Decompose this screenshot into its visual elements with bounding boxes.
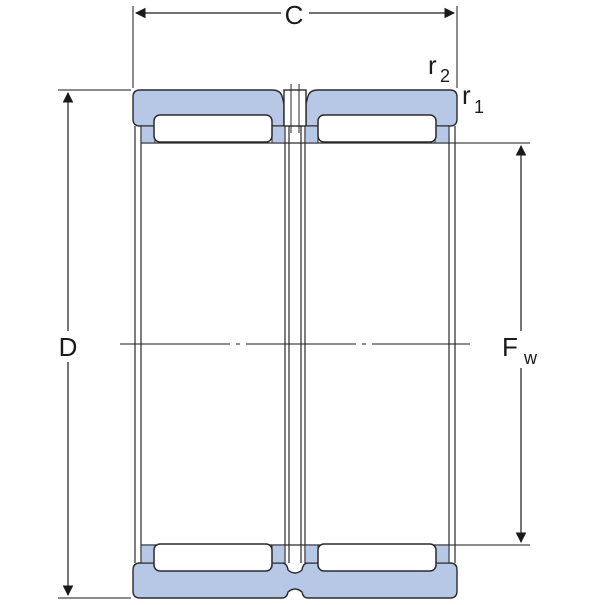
roller-bottom-right: [317, 543, 437, 572]
needle-rollers: [153, 114, 437, 572]
roller-top-left: [153, 114, 273, 143]
cage-blocks: [140, 125, 450, 564]
cage-block-bottom-midl: [271, 544, 286, 564]
label-c: C: [285, 0, 304, 30]
label-r1-main: r: [462, 80, 471, 110]
cage-block-top-midl: [271, 125, 286, 144]
label-fw: F w: [502, 332, 538, 368]
label-r1-sub: 1: [474, 97, 484, 117]
roller-top-right: [317, 114, 437, 143]
cage-block-bottom-right: [434, 544, 450, 564]
dimension-lines: [62, 7, 527, 597]
label-fw-sub: w: [523, 348, 538, 368]
ring-top-lub-hole: [283, 89, 307, 127]
label-r2: r 2: [428, 50, 450, 86]
roller-bottom-left: [153, 543, 273, 572]
label-r1: r 1: [462, 80, 484, 117]
label-r2-sub: 2: [440, 66, 450, 86]
cage-block-bottom-midr: [304, 544, 319, 564]
cage-block-top-midr: [304, 125, 319, 144]
cage-block-bottom-left: [140, 544, 156, 564]
cage-block-top-left: [140, 125, 156, 144]
cage-block-top-right: [434, 125, 450, 144]
label-fw-main: F: [502, 332, 518, 362]
label-d: D: [59, 332, 78, 362]
label-r2-main: r: [428, 50, 437, 80]
